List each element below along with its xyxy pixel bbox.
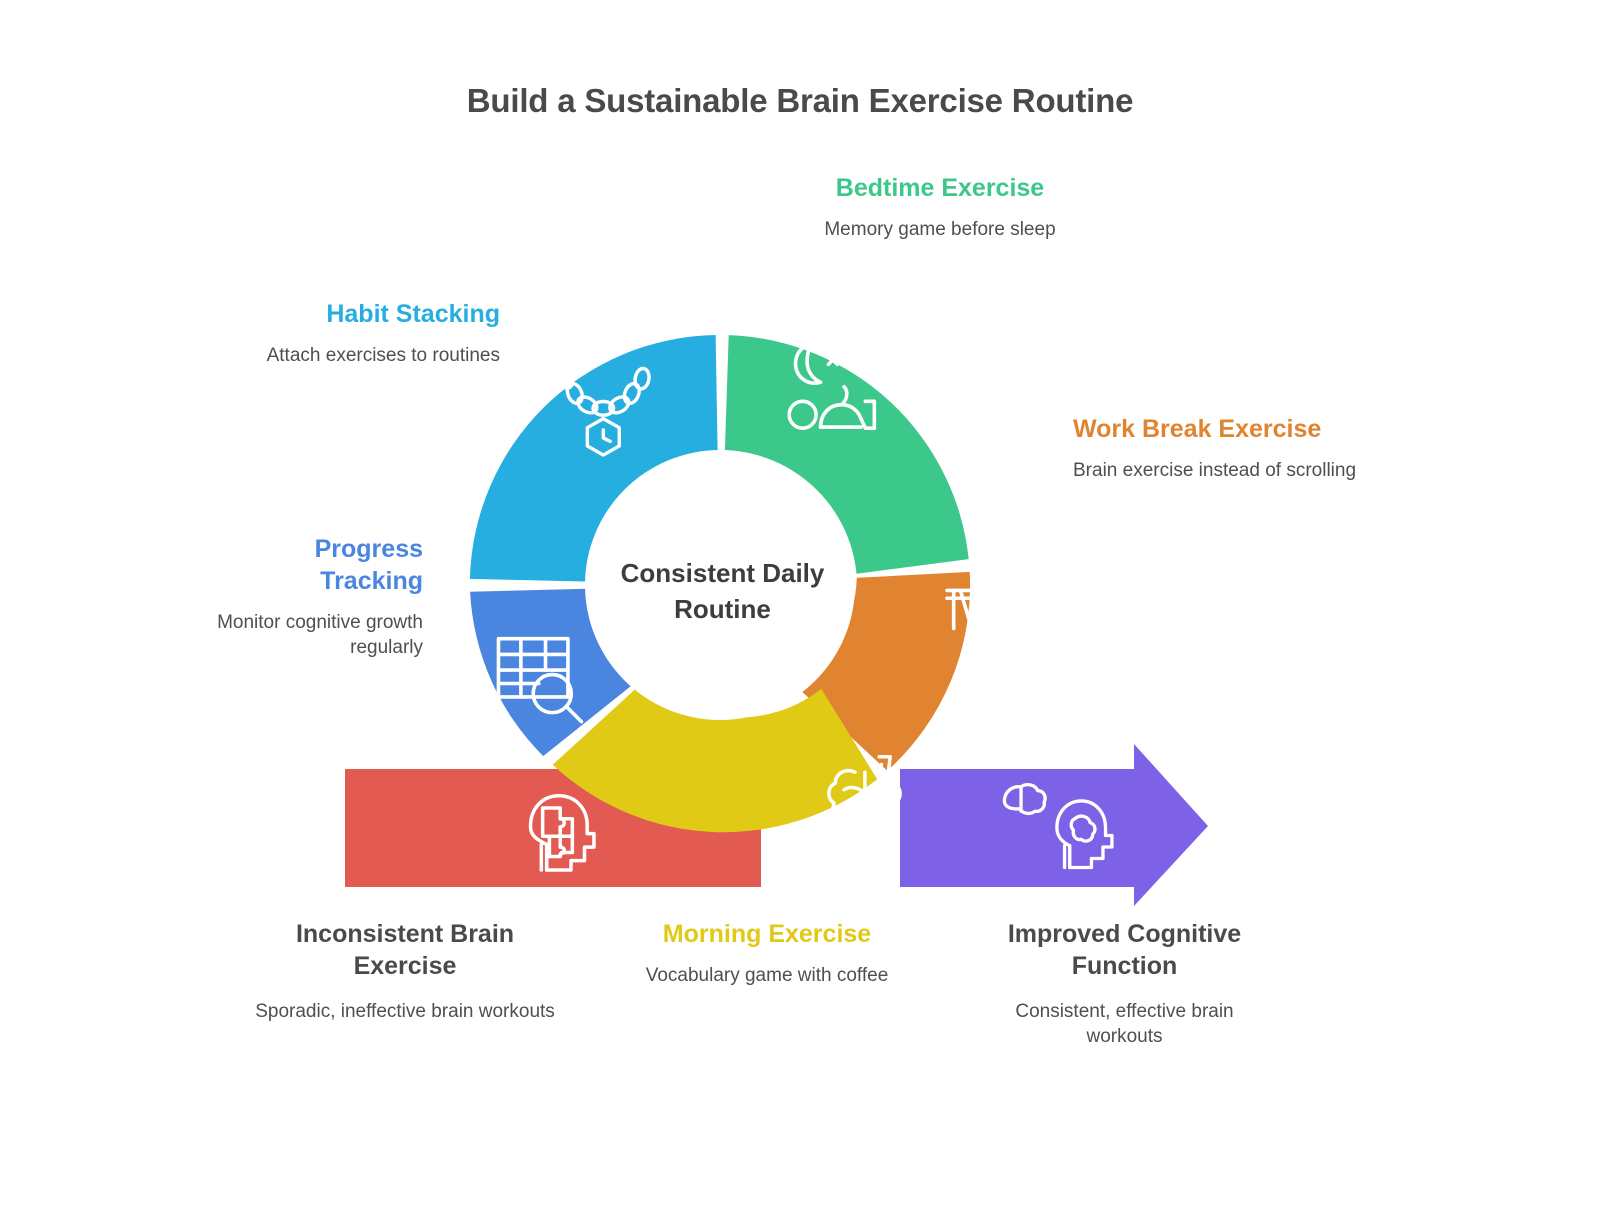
label-inconsistent-brain-exercise: Inconsistent Brain Exercise Sporadic, in… xyxy=(245,918,565,1024)
label-heading-work-break: Work Break Exercise xyxy=(1073,415,1322,443)
label-morning-exercise: Morning Exercise Vocabulary game with co… xyxy=(622,918,912,988)
center-label-line1: Consistent Daily xyxy=(620,558,825,588)
label-improved-cognitive-function: Improved Cognitive Function Consistent, … xyxy=(1002,918,1247,1050)
label-progress-tracking: Progress Tracking Monitor cognitive grow… xyxy=(205,533,423,661)
label-description-work-break: Brain exercise instead of scrolling xyxy=(1073,460,1357,481)
page-title: Build a Sustainable Brain Exercise Routi… xyxy=(466,82,1134,119)
label-description-inconsistent: Sporadic, ineffective brain workouts xyxy=(255,1001,555,1022)
label-heading-progress: Progress Tracking xyxy=(314,535,423,595)
table-search-icon xyxy=(496,636,584,724)
label-heading-bedtime: Bedtime Exercise xyxy=(835,174,1045,202)
brain-coffee-icon xyxy=(827,755,902,827)
head-puzzle-icon xyxy=(528,794,596,872)
flow-end-arrow xyxy=(900,744,1208,906)
label-heading-improved: Improved Cognitive Function xyxy=(1007,920,1242,980)
label-description-morning: Vocabulary game with coffee xyxy=(645,965,889,986)
label-work-break-exercise: Work Break Exercise Brain exercise inste… xyxy=(1073,413,1358,483)
label-heading-morning: Morning Exercise xyxy=(662,920,872,948)
donut-center-label: Consistent Daily Routine xyxy=(590,556,855,628)
donut-segment-habit[interactable] xyxy=(469,335,718,582)
label-description-improved: Consistent, effective brain workouts xyxy=(1015,1001,1234,1048)
moon-sleep-icon xyxy=(787,340,877,430)
donut-segment-morning[interactable] xyxy=(552,681,878,833)
label-description-habit: Attach exercises to routines xyxy=(266,345,500,366)
donut-ring xyxy=(469,335,971,833)
label-description-bedtime: Memory game before sleep xyxy=(824,219,1056,240)
head-brain-icon xyxy=(1002,783,1114,870)
label-habit-stacking: Habit Stacking Attach exercises to routi… xyxy=(245,298,500,368)
person-at-desk-icon xyxy=(945,543,1034,631)
label-description-progress: Monitor cognitive growth regularly xyxy=(217,612,423,659)
chain-link-icon xyxy=(554,366,651,457)
label-heading-habit: Habit Stacking xyxy=(326,300,500,328)
center-label-line2: Routine xyxy=(674,593,771,624)
donut-segment-bedtime[interactable] xyxy=(724,335,969,574)
label-bedtime-exercise: Bedtime Exercise Memory game before slee… xyxy=(790,172,1090,242)
label-heading-inconsistent: Inconsistent Brain Exercise xyxy=(295,920,515,980)
